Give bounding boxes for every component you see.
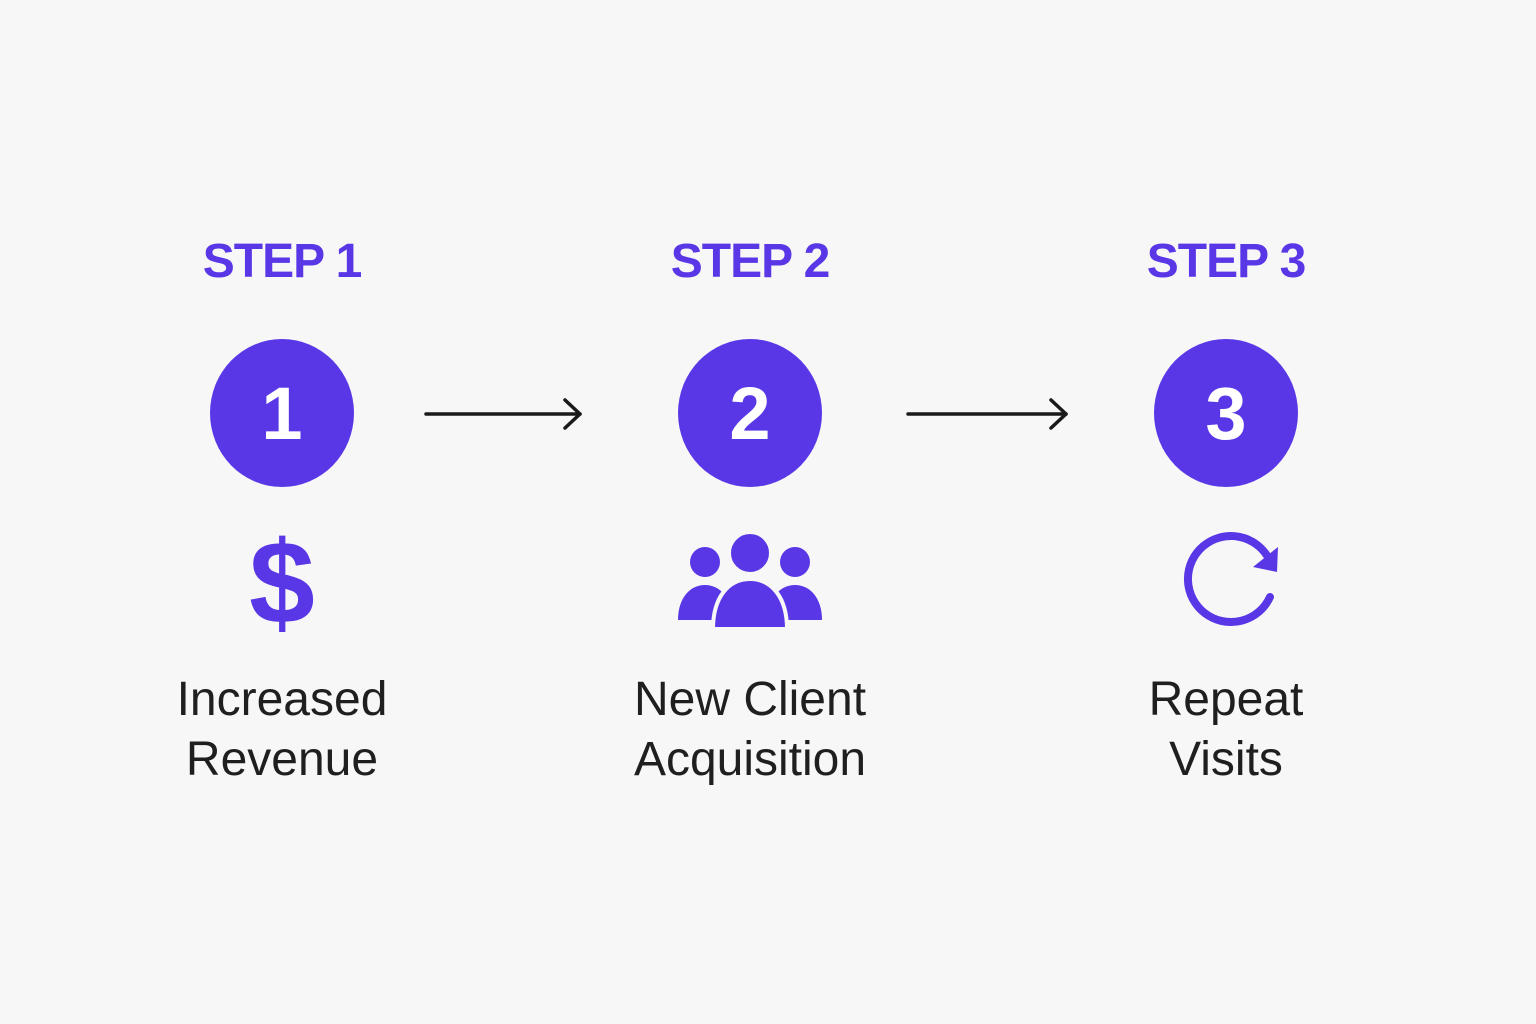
step-label: STEP 2 <box>670 235 831 288</box>
step-label: STEP 3 <box>1146 235 1307 288</box>
step-2: STEP 2 2 New Client Acquisition <box>570 0 930 1024</box>
refresh-icon <box>1146 528 1306 638</box>
step-1: STEP 1 1 $ Increased Revenue <box>102 0 462 1024</box>
step-number: 1 <box>261 372 303 455</box>
arrow-right-icon <box>424 396 586 432</box>
step-title-line-2: Revenue <box>185 733 379 786</box>
step-title: New Client Acquisition <box>570 670 930 790</box>
step-title-line-2: Visits <box>1169 733 1283 786</box>
users-icon <box>670 528 830 638</box>
dollar-icon-glyph: $ <box>249 528 315 638</box>
step-title-line-1: Repeat <box>1148 673 1304 726</box>
step-label: STEP 1 <box>202 235 363 288</box>
step-title-line-2: Acquisition <box>633 733 867 786</box>
step-title-line-1: New Client <box>633 673 867 726</box>
step-number: 2 <box>729 372 771 455</box>
step-number-circle: 1 <box>210 339 354 487</box>
step-number-circle: 2 <box>678 339 822 487</box>
step-number: 3 <box>1205 372 1247 455</box>
arrow-right-icon <box>906 396 1072 432</box>
step-title: Increased Revenue <box>102 670 462 790</box>
step-3: STEP 3 3 Repeat Visits <box>1046 0 1406 1024</box>
step-title: Repeat Visits <box>1046 670 1406 790</box>
dollar-icon: $ <box>202 528 362 638</box>
step-number-circle: 3 <box>1154 339 1298 487</box>
step-title-line-1: Increased <box>176 673 388 726</box>
